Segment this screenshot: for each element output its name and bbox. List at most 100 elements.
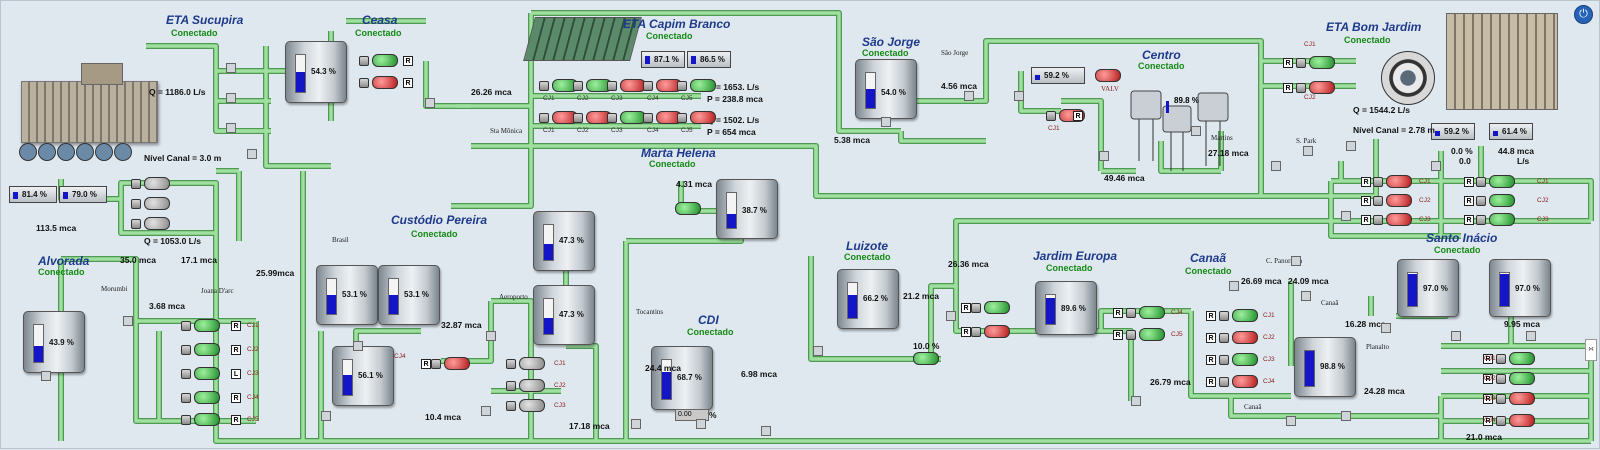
canaa-a-2-pump-icon[interactable] [1139, 328, 1165, 341]
sucupira-b-pump-icon[interactable] [144, 197, 170, 210]
tank-sao-jorge[interactable]: 54.0 % [855, 59, 917, 119]
ceasa-cj2-mode-button[interactable]: R [403, 78, 413, 88]
centro-valv-icon[interactable] [1095, 69, 1121, 82]
custodio-b-1-valve-icon[interactable] [506, 359, 516, 369]
alvorada-1-mode-button[interactable]: R [231, 321, 241, 331]
luizote-pump-icon[interactable] [913, 352, 939, 365]
tank-custodio-mid[interactable]: 47.3 % [533, 285, 595, 345]
santo-inacio-4-valve-icon[interactable] [1496, 416, 1506, 426]
ceasa-cj1-pump-icon[interactable] [372, 54, 398, 67]
custodio-cj4-valve-icon[interactable] [431, 359, 441, 369]
alvorada-5-mode-button[interactable]: R [231, 415, 241, 425]
ceasa-cj2-valve-icon[interactable] [359, 78, 369, 88]
santo-inacio-2-mode-button[interactable]: R [1483, 374, 1493, 384]
bj-right-1-pump-icon[interactable] [1489, 175, 1515, 188]
alvorada-2-valve-icon[interactable] [181, 345, 191, 355]
alvorada-3-mode-button[interactable]: L [231, 369, 241, 379]
bj-right-1-valve-icon[interactable] [1476, 177, 1486, 187]
bj-right-3-pump-icon[interactable] [1489, 213, 1515, 226]
custodio-b-2-valve-icon[interactable] [506, 381, 516, 391]
bj-right-2-pump-icon[interactable] [1489, 194, 1515, 207]
canaa-b-3-pump-icon[interactable] [1232, 353, 1258, 366]
capim-row1-2-valve-icon[interactable] [573, 81, 583, 91]
bj-cj2-valve-icon[interactable] [1296, 83, 1306, 93]
canaa-b-4-valve-icon[interactable] [1219, 377, 1229, 387]
tank-alvorada[interactable]: 43.9 % [23, 311, 85, 373]
bj-cj2-mode-button[interactable]: R [1283, 83, 1293, 93]
capim-row1-1-valve-icon[interactable] [539, 81, 549, 91]
sucupira-c-valve-icon[interactable] [131, 219, 141, 229]
alvorada-3-pump-icon[interactable] [194, 367, 220, 380]
santo-inacio-3-pump-icon[interactable] [1509, 392, 1535, 405]
bj-left-2-valve-icon[interactable] [1373, 196, 1383, 206]
tank-luizote[interactable]: 66.2 % [837, 269, 899, 329]
tank-cdi[interactable]: 68.7 % [651, 346, 713, 410]
custodio-cj4-pump-icon[interactable] [444, 357, 470, 370]
alvorada-4-pump-icon[interactable] [194, 391, 220, 404]
custodio-b-3-pump-icon[interactable] [519, 399, 545, 412]
tank-custodio-top[interactable]: 47.3 % [533, 211, 595, 271]
tank-jardim-europa[interactable]: 89.6 % [1035, 281, 1097, 335]
sucupira-a-valve-icon[interactable] [131, 179, 141, 189]
capim-row2-2-valve-icon[interactable] [573, 113, 583, 123]
tank-santo-inacio-2[interactable]: 97.0 % [1489, 259, 1551, 317]
ceasa-cj1-valve-icon[interactable] [359, 56, 369, 66]
alvorada-1-valve-icon[interactable] [181, 321, 191, 331]
canaa-b-4-pump-icon[interactable] [1232, 375, 1258, 388]
sucupira-c-pump-icon[interactable] [144, 217, 170, 230]
santo-inacio-1-pump-icon[interactable] [1509, 352, 1535, 365]
tank-santo-inacio-1[interactable]: 97.0 % [1397, 259, 1459, 317]
europa-a-valve-icon[interactable] [971, 303, 981, 313]
canaa-b-1-pump-icon[interactable] [1232, 309, 1258, 322]
santo-inacio-3-mode-button[interactable]: R [1483, 394, 1493, 404]
bj-left-3-mode-button[interactable]: R [1361, 215, 1371, 225]
bj-left-2-mode-button[interactable]: R [1361, 196, 1371, 206]
custodio-b-1-pump-icon[interactable] [519, 357, 545, 370]
sucupira-a-pump-icon[interactable] [144, 177, 170, 190]
canaa-a-1-valve-icon[interactable] [1126, 308, 1136, 318]
santo-inacio-2-pump-icon[interactable] [1509, 372, 1535, 385]
custodio-cj4-mode-button[interactable]: R [421, 359, 431, 369]
ceasa-cj2-pump-icon[interactable] [372, 76, 398, 89]
bj-cj1-mode-button[interactable]: R [1283, 58, 1293, 68]
tank-custodio-cj4[interactable]: 56.1 % [332, 346, 394, 406]
bj-left-3-valve-icon[interactable] [1373, 215, 1383, 225]
canaa-b-4-mode-button[interactable]: R [1206, 377, 1216, 387]
bj-left-3-pump-icon[interactable] [1386, 213, 1412, 226]
canaa-a-2-mode-button[interactable]: R [1113, 330, 1123, 340]
alvorada-5-valve-icon[interactable] [181, 415, 191, 425]
bj-left-2-pump-icon[interactable] [1386, 194, 1412, 207]
tank-ceasa[interactable]: 54.3 % [285, 41, 347, 103]
europa-b-valve-icon[interactable] [971, 327, 981, 337]
bj-left-1-mode-button[interactable]: R [1361, 177, 1371, 187]
canaa-b-2-valve-icon[interactable] [1219, 333, 1229, 343]
centro-cj1-mode-button[interactable]: R [1073, 111, 1083, 121]
bj-cj1-pump-icon[interactable] [1309, 56, 1335, 69]
capim-row2-5-pump-icon[interactable] [690, 111, 716, 124]
alvorada-2-mode-button[interactable]: R [231, 345, 241, 355]
europa-a-mode-button[interactable]: R [961, 303, 971, 313]
bj-right-1-mode-button[interactable]: R [1464, 177, 1474, 187]
tank-custodio-2[interactable]: 53.1 % [378, 265, 440, 325]
canaa-b-3-valve-icon[interactable] [1219, 355, 1229, 365]
alvorada-4-valve-icon[interactable] [181, 393, 191, 403]
tank-canaa[interactable]: 98.8 % [1294, 337, 1356, 397]
capim-row1-5-pump-icon[interactable] [690, 79, 716, 92]
santo-inacio-3-valve-icon[interactable] [1496, 394, 1506, 404]
canaa-b-3-mode-button[interactable]: R [1206, 355, 1216, 365]
ceasa-cj1-mode-button[interactable]: R [403, 56, 413, 66]
bj-left-1-valve-icon[interactable] [1373, 177, 1383, 187]
bj-left-1-pump-icon[interactable] [1386, 175, 1412, 188]
tank-marta-helena[interactable]: 38.7 % [716, 179, 778, 239]
bj-cj2-pump-icon[interactable] [1309, 81, 1335, 94]
capim-row2-4-valve-icon[interactable] [643, 113, 653, 123]
santo-inacio-2-valve-icon[interactable] [1496, 374, 1506, 384]
capim-row1-4-valve-icon[interactable] [643, 81, 653, 91]
centro-cj1-valve-icon[interactable] [1046, 111, 1056, 121]
bj-right-2-mode-button[interactable]: R [1464, 196, 1474, 206]
santo-inacio-1-mode-button[interactable]: R [1483, 354, 1493, 364]
capim-row1-5-valve-icon[interactable] [677, 81, 687, 91]
alvorada-1-pump-icon[interactable] [194, 319, 220, 332]
alvorada-5-pump-icon[interactable] [194, 413, 220, 426]
bj-right-3-mode-button[interactable]: R [1464, 215, 1474, 225]
